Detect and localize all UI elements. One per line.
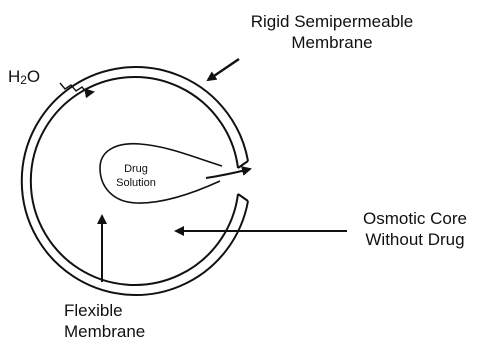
drug-solution-label-line1: Drug: [108, 162, 164, 176]
rigid-membrane-label-line1: Rigid Semipermeable: [241, 11, 423, 32]
rigid-membrane-pointer-arrow: [208, 59, 239, 80]
water-h: H: [8, 67, 20, 86]
drug-solution-label: Drug Solution: [108, 162, 164, 190]
drug-exit-arrow: [206, 169, 250, 178]
water-label-text: H2O: [8, 66, 40, 91]
flexible-membrane-label: Flexible Membrane: [64, 300, 145, 342]
drug-solution-label-line2: Solution: [108, 176, 164, 190]
water-o: O: [27, 67, 40, 86]
orifice-wall-top: [238, 161, 248, 168]
orifice-wall-bottom: [238, 194, 248, 201]
flexible-membrane-label-line1: Flexible: [64, 300, 145, 321]
water-subscript: 2: [20, 73, 27, 87]
osmotic-core-label-line2: Without Drug: [349, 229, 481, 250]
flexible-membrane-label-line2: Membrane: [64, 321, 145, 342]
osmotic-core-label-line1: Osmotic Core: [349, 208, 481, 229]
rigid-membrane-label: Rigid Semipermeable Membrane: [241, 11, 423, 53]
osmotic-core-label: Osmotic Core Without Drug: [349, 208, 481, 250]
water-label: H2O: [8, 66, 40, 91]
rigid-membrane-label-line2: Membrane: [241, 32, 423, 53]
